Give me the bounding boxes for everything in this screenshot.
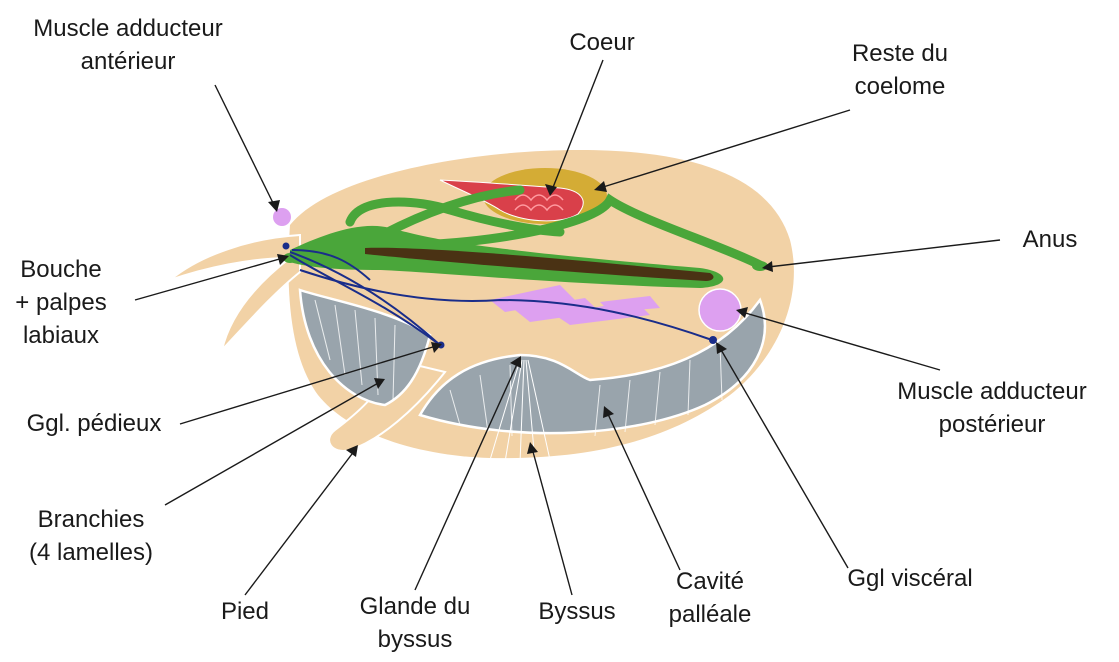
label-ggl-pedieux: Ggl. pédieux xyxy=(26,410,162,437)
posterior-adductor-muscle xyxy=(698,288,742,332)
leader-lines xyxy=(134,59,1001,596)
label-coeur: Coeur xyxy=(569,29,635,56)
heart-ventricle xyxy=(514,194,564,212)
label-muscle-adducteur-anterieur: Muscle adducteur antérieur xyxy=(33,15,223,75)
visceral-mass xyxy=(490,285,660,325)
label-pied: Pied xyxy=(220,598,270,625)
label-reste-du-coelome: Reste du coelome xyxy=(851,40,949,100)
labial-palps xyxy=(169,233,301,354)
label-branchies: Branchies (4 lamelles) xyxy=(28,506,154,566)
cerebral-ganglion xyxy=(282,242,290,250)
mouth xyxy=(283,253,297,263)
label-bouche-palpes: Bouche + palpes labiaux xyxy=(15,256,107,349)
label-muscle-adducteur-posterieur: Muscle adducteur postérieur xyxy=(897,378,1087,438)
label-anus: Anus xyxy=(1022,226,1078,253)
anterior-adductor-muscle xyxy=(273,208,291,226)
intestine xyxy=(365,247,714,281)
nerve-cords xyxy=(289,249,713,346)
label-glande-du-byssus: Glande du byssus xyxy=(359,593,471,653)
digestive-loops xyxy=(345,185,765,270)
label-byssus: Byssus xyxy=(538,598,616,625)
foot xyxy=(328,358,447,452)
gill-posterior xyxy=(418,297,767,435)
gill-anterior xyxy=(298,288,432,407)
label-ggl-visceral: Ggl viscéral xyxy=(847,565,973,592)
byssus-threads xyxy=(489,359,551,464)
visceral-ganglion xyxy=(709,336,717,344)
label-cavite-palleale: Cavité palléale xyxy=(668,568,752,628)
